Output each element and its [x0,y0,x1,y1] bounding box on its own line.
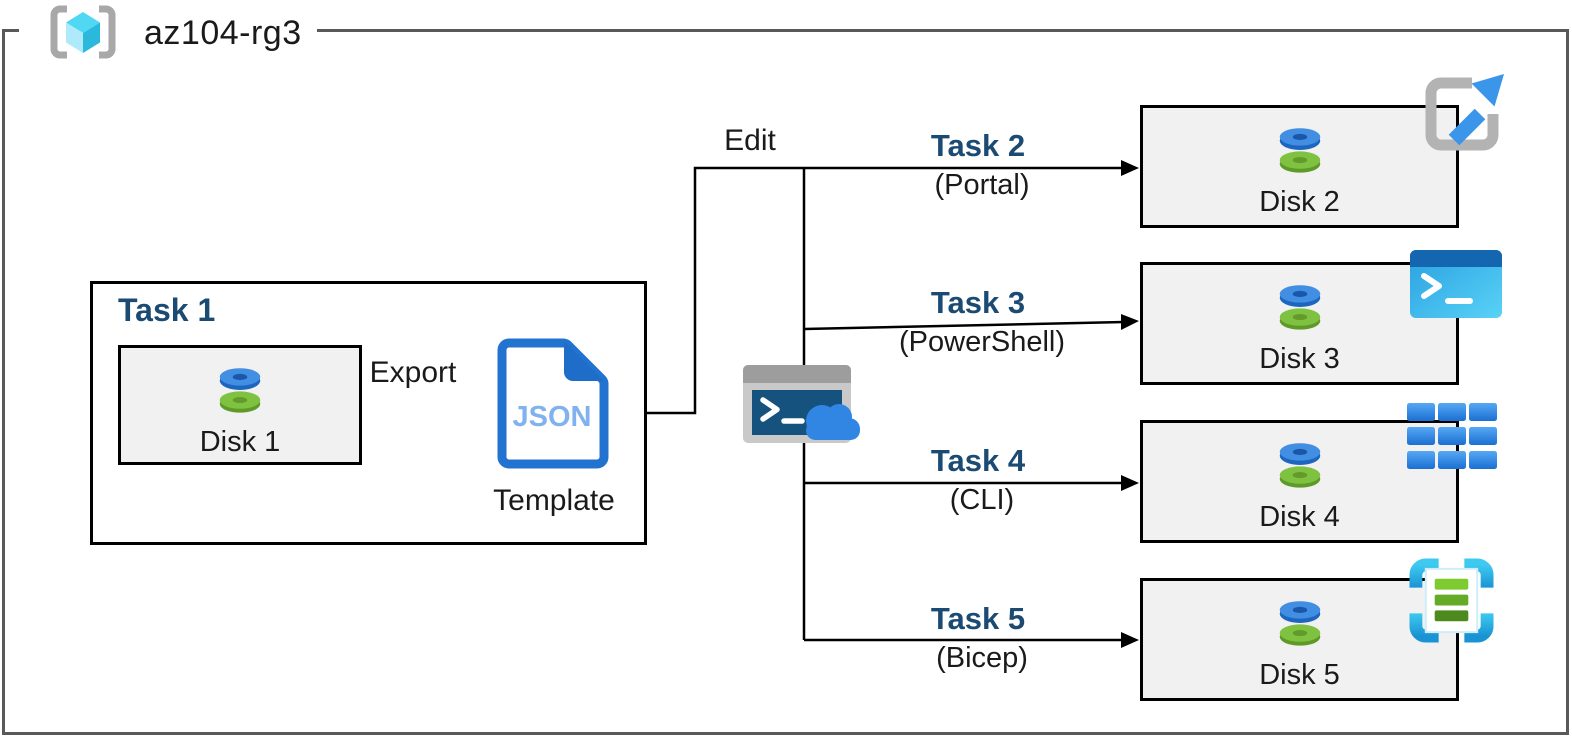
disk1-label: Disk 1 [199,426,281,458]
edit-task2-line [613,166,1124,415]
disk4-box: Disk 4 [1140,420,1459,543]
managed-disk-icon [1271,279,1329,333]
task4-label: Task 4 [930,443,1026,478]
disk5-label: Disk 5 [1259,659,1340,691]
task2-label: Task 2 [930,128,1026,163]
task3-label: Task 3 [930,285,1026,320]
resource-group-icon [50,5,116,59]
disk1-box: Disk 1 [118,345,362,465]
frame-title-gap [19,26,317,36]
task4-arrowhead [1121,475,1139,491]
portal-share-icon [1425,74,1504,151]
task5-method-label: (Bicep) [936,642,1028,674]
task3-line [803,320,1125,331]
powershell-icon [1410,250,1502,318]
cloud-shell-icon [743,365,860,443]
disk2-label: Disk 2 [1259,186,1340,218]
disk5-box: Disk 5 [1140,578,1459,701]
task3-method-label: (PowerShell) [899,326,1065,358]
json-document-icon: JSON [497,338,609,469]
resource-group-frame [2,29,1569,735]
resource-group-title: az104-rg3 [144,14,302,52]
cli-grid-icon [1407,403,1497,469]
task3-arrowhead [1121,314,1139,330]
cloud-glyph [806,404,860,440]
task5-arrowhead [1121,632,1139,648]
managed-disk-icon [1271,122,1329,176]
disk3-box: Disk 3 [1140,262,1459,385]
disk4-label: Disk 4 [1259,501,1340,533]
disk3-label: Disk 3 [1259,343,1340,375]
template-label: Template [493,484,615,517]
managed-disk-icon [211,362,269,416]
task2-method-label: (Portal) [934,169,1030,201]
edit-label: Edit [724,124,776,157]
managed-disk-icon [1271,437,1329,491]
task5-label: Task 5 [930,601,1026,636]
managed-disk-icon [1271,595,1329,649]
disk2-box: Disk 2 [1140,105,1459,228]
json-doc-text: JSON [513,401,592,433]
export-label: Export [369,356,457,389]
bicep-template-icon [1409,558,1494,643]
task4-method-label: (CLI) [949,484,1015,516]
task1-label: Task 1 [118,292,216,328]
task2-arrowhead [1121,160,1139,176]
